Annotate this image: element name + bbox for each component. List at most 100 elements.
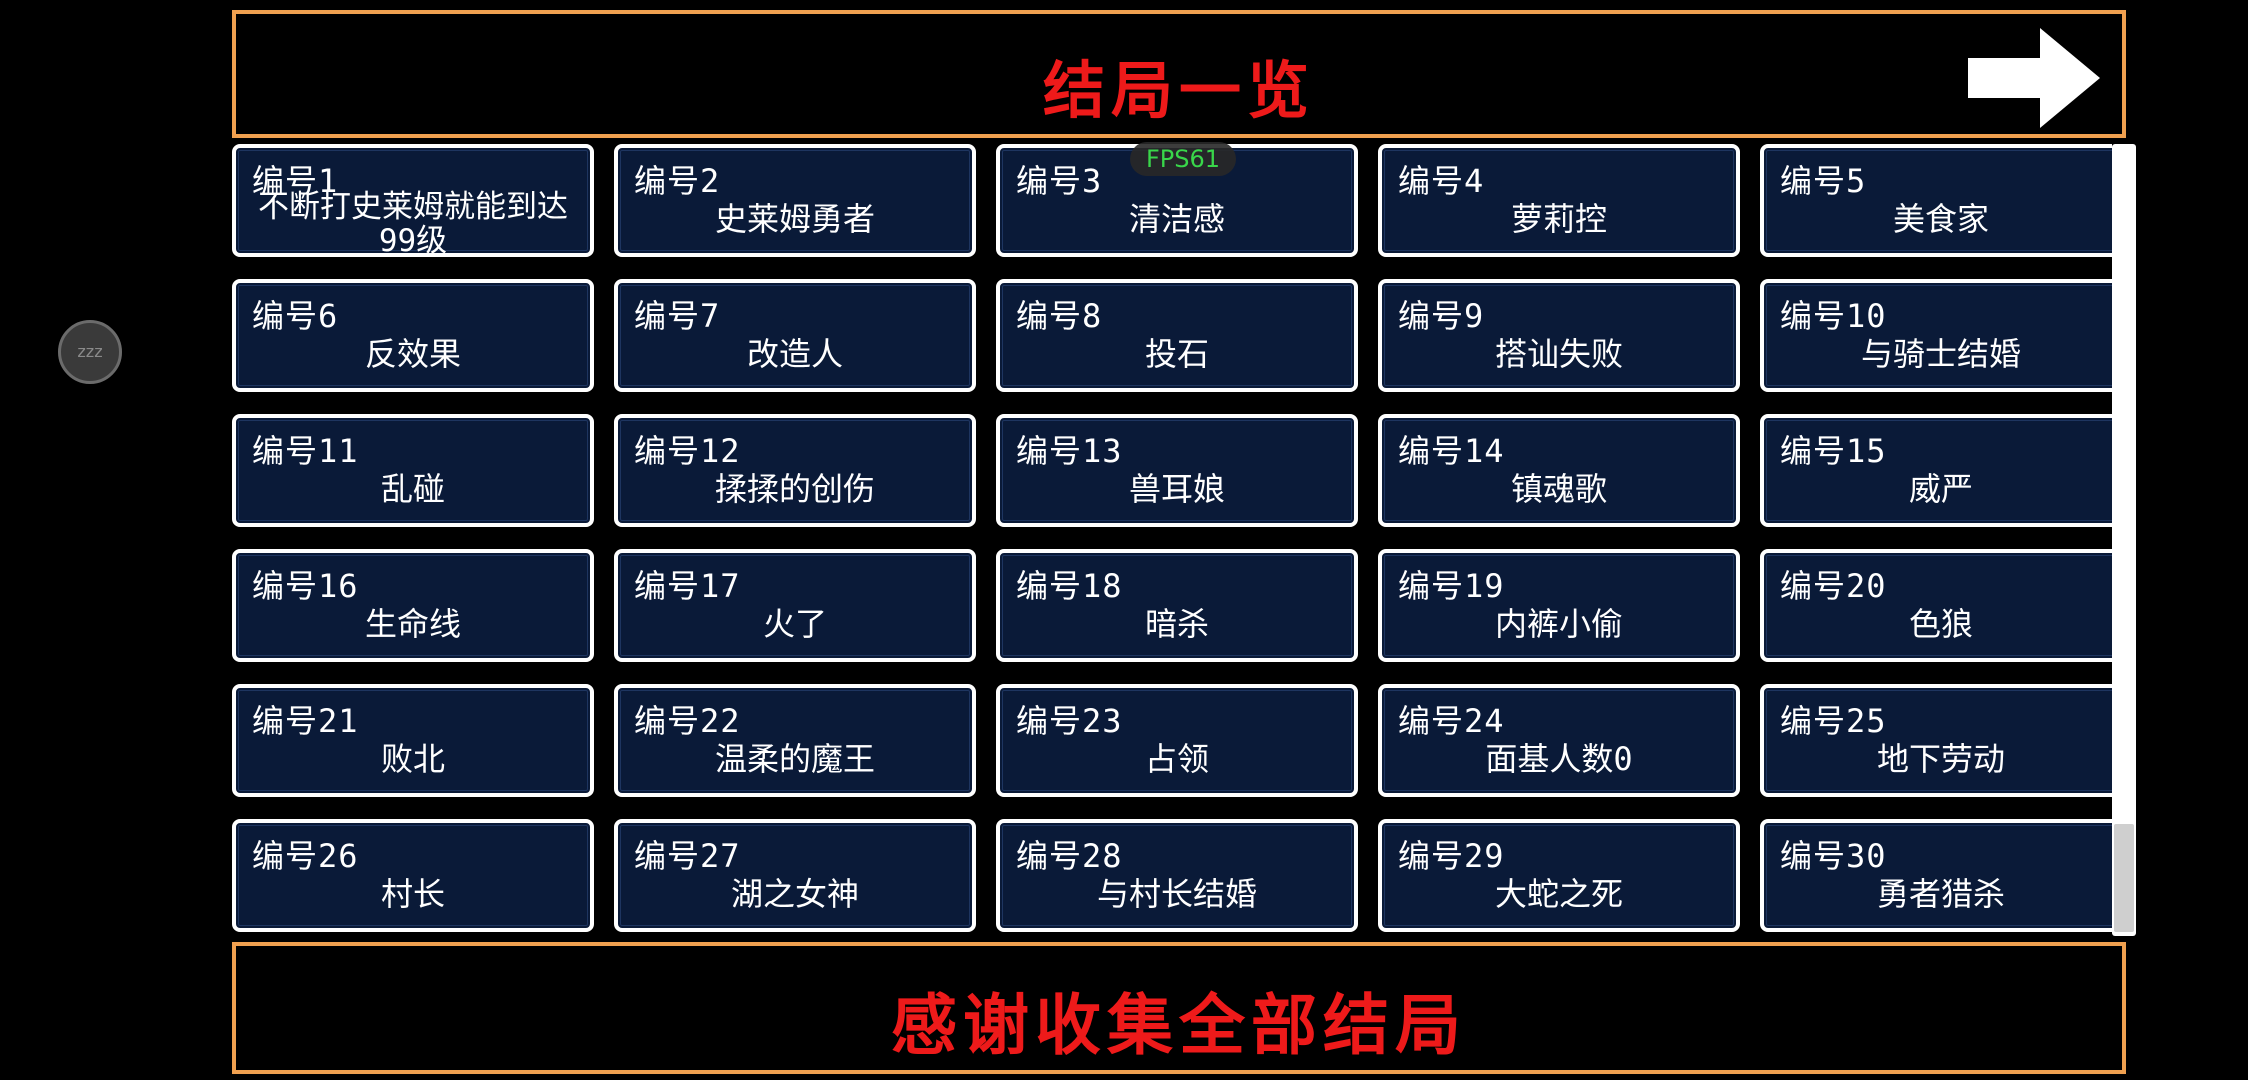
ending-number: 编号25 — [1780, 702, 1887, 740]
ending-number: 编号15 — [1780, 432, 1887, 470]
ending-number: 编号29 — [1398, 837, 1505, 875]
ending-name: 搭讪失败 — [1494, 335, 1623, 373]
ending-card-23[interactable]: 编号23 占领 — [996, 684, 1358, 797]
ending-card-15[interactable]: 编号15 威严 — [1760, 414, 2112, 527]
ending-number: 编号26 — [252, 837, 359, 875]
ending-number: 编号1 — [252, 162, 339, 200]
header-panel: 结局一览 — [232, 10, 2126, 138]
ending-card-4[interactable]: 编号4 萝莉控 — [1378, 144, 1740, 257]
ending-name: 与村长结婚 — [1096, 875, 1257, 913]
ending-number: 编号20 — [1780, 567, 1887, 605]
ending-name: 勇者猎杀 — [1876, 875, 2005, 913]
ending-name: 败北 — [380, 740, 445, 778]
completion-message: 感谢收集全部结局 — [891, 987, 1467, 1064]
ending-name: 揉揉的创伤 — [714, 470, 875, 508]
ending-name: 兽耳娘 — [1128, 470, 1225, 508]
ending-name: 镇魂歌 — [1510, 470, 1607, 508]
ending-card-26[interactable]: 编号26 村长 — [232, 819, 594, 932]
ending-number: 编号7 — [634, 297, 721, 335]
ending-name: 面基人数0 — [1485, 740, 1633, 778]
ending-number: 编号24 — [1398, 702, 1505, 740]
ending-card-20[interactable]: 编号20 色狼 — [1760, 549, 2112, 662]
ending-number: 编号13 — [1016, 432, 1123, 470]
ending-number: 编号18 — [1016, 567, 1123, 605]
ending-name: 火了 — [762, 605, 827, 643]
sleep-button[interactable]: zzz — [58, 320, 122, 384]
ending-name: 美食家 — [1892, 200, 1989, 238]
ending-number: 编号11 — [252, 432, 359, 470]
ending-name: 乱碰 — [380, 470, 445, 508]
ending-name: 地下劳动 — [1876, 740, 2005, 778]
ending-name: 与骑士结婚 — [1860, 335, 2021, 373]
ending-name: 萝莉控 — [1510, 200, 1607, 238]
ending-card-18[interactable]: 编号18 暗杀 — [996, 549, 1358, 662]
scrollbar[interactable] — [2112, 144, 2136, 936]
ending-card-8[interactable]: 编号8 投石 — [996, 279, 1358, 392]
ending-name: 不断打史莱姆就能到达99级 — [258, 189, 568, 259]
ending-number: 编号8 — [1016, 297, 1103, 335]
next-page-button[interactable] — [1968, 28, 2100, 128]
ending-name: 投石 — [1144, 335, 1209, 373]
ending-name: 史莱姆勇者 — [714, 200, 875, 238]
arrow-right-icon — [1968, 28, 2100, 128]
ending-name: 暗杀 — [1144, 605, 1209, 643]
ending-name: 内裤小偷 — [1494, 605, 1623, 643]
ending-number: 编号16 — [252, 567, 359, 605]
ending-number: 编号17 — [634, 567, 741, 605]
ending-name: 清洁感 — [1128, 200, 1225, 238]
ending-name: 威严 — [1908, 470, 1973, 508]
ending-number: 编号30 — [1780, 837, 1887, 875]
fps-counter: FPS61 — [1130, 142, 1236, 176]
ending-number: 编号14 — [1398, 432, 1505, 470]
ending-number: 编号3 — [1016, 162, 1103, 200]
ending-number: 编号23 — [1016, 702, 1123, 740]
ending-card-17[interactable]: 编号17 火了 — [614, 549, 976, 662]
ending-number: 编号9 — [1398, 297, 1485, 335]
ending-name: 湖之女神 — [730, 875, 859, 913]
page-title: 结局一览 — [1042, 54, 1315, 127]
ending-card-21[interactable]: 编号21 败北 — [232, 684, 594, 797]
ending-card-6[interactable]: 编号6 反效果 — [232, 279, 594, 392]
ending-number: 编号12 — [634, 432, 741, 470]
ending-name: 大蛇之死 — [1494, 875, 1623, 913]
ending-number: 编号27 — [634, 837, 741, 875]
ending-number: 编号4 — [1398, 162, 1485, 200]
ending-card-7[interactable]: 编号7 改造人 — [614, 279, 976, 392]
ending-name: 改造人 — [746, 335, 843, 373]
ending-number: 编号28 — [1016, 837, 1123, 875]
ending-number: 编号2 — [634, 162, 721, 200]
ending-name: 占领 — [1144, 740, 1209, 778]
ending-number: 编号21 — [252, 702, 359, 740]
scrollbar-thumb[interactable] — [2114, 824, 2134, 932]
ending-number: 编号6 — [252, 297, 339, 335]
footer-panel: 感谢收集全部结局 — [232, 942, 2126, 1074]
ending-number: 编号19 — [1398, 567, 1505, 605]
ending-name: 反效果 — [364, 335, 461, 373]
ending-card-11[interactable]: 编号11 乱碰 — [232, 414, 594, 527]
ending-name: 温柔的魔王 — [714, 740, 875, 778]
ending-number: 编号10 — [1780, 297, 1887, 335]
ending-name: 色狼 — [1908, 605, 1973, 643]
ending-name: 村长 — [380, 875, 445, 913]
ending-name: 生命线 — [364, 605, 461, 643]
ending-number: 编号22 — [634, 702, 741, 740]
